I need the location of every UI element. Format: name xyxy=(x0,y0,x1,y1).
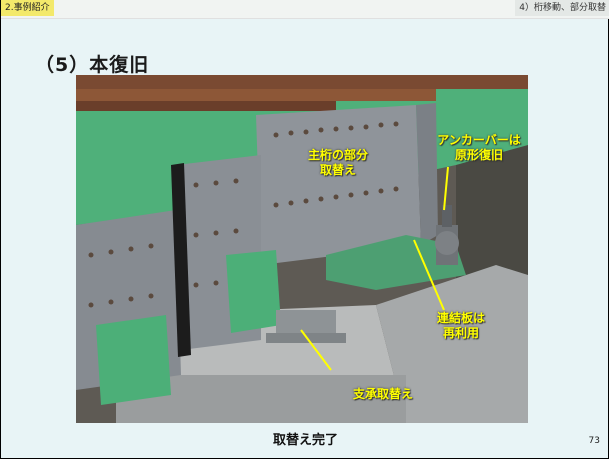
page-number: 73 xyxy=(588,436,600,446)
header-bar: 2.事例紹介 4）桁移動、部分取替 xyxy=(1,0,609,19)
annotation-main-girder-line2: 取替え xyxy=(319,163,356,177)
annotation-connection-plate-line1: 連結板は xyxy=(436,311,485,325)
annotation-main-girder: 主桁の部分 取替え xyxy=(296,148,380,178)
bridge-repair-photo xyxy=(76,75,528,423)
annotation-connection-plate: 連結板は 再利用 xyxy=(421,311,501,341)
annotation-bearing: 支承取替え xyxy=(352,387,413,401)
annotation-anchor-bar-line2: 原形復旧 xyxy=(454,148,503,162)
annotation-anchor-bar-line1: アンカーバーは xyxy=(437,133,521,147)
photo-illustration xyxy=(76,75,528,423)
subsection-tag: 4）桁移動、部分取替 xyxy=(515,0,609,16)
annotation-anchor-bar: アンカーバーは 原形復旧 xyxy=(421,133,537,163)
annotation-connection-plate-line2: 再利用 xyxy=(442,326,479,340)
slide-title: （5）本復旧 xyxy=(35,54,150,76)
annotation-main-girder-line1: 主桁の部分 xyxy=(307,148,368,162)
section-tag: 2.事例紹介 xyxy=(1,0,54,16)
photo-caption: 取替え完了 xyxy=(272,433,338,448)
